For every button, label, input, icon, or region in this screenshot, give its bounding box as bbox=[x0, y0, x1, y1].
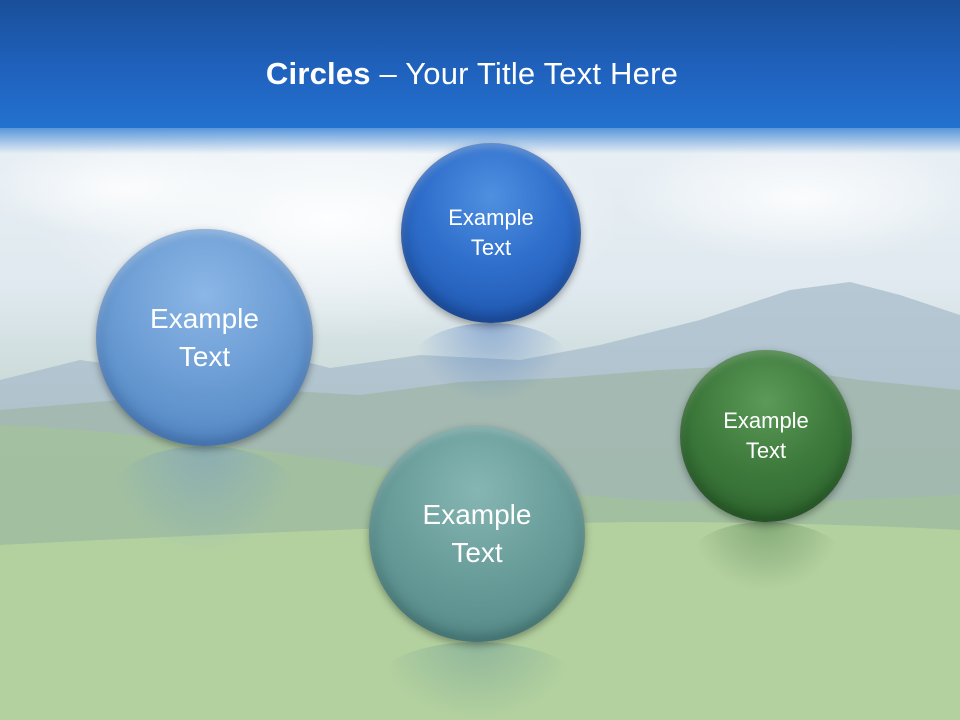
circle-text-line1: Example bbox=[422, 499, 532, 531]
circle-text-line2: Text bbox=[451, 537, 503, 568]
circle-right-green[interactable]: Example Text bbox=[680, 350, 852, 522]
slide-title: Circles – Your Title Text Here bbox=[0, 56, 944, 92]
circle-text-line2: Text bbox=[178, 340, 231, 372]
circle-top-center[interactable]: Example Text bbox=[401, 143, 581, 323]
circle-large-left[interactable]: Example Text bbox=[96, 229, 313, 446]
circle-text-line1: Example bbox=[150, 302, 259, 334]
title-bar: Circles – Your Title Text Here bbox=[0, 0, 960, 154]
circle-text-line2: Text bbox=[745, 438, 787, 463]
circle-text-line1: Example bbox=[723, 408, 809, 434]
title-rest: – Your Title Text Here bbox=[370, 56, 679, 91]
title-bold: Circles bbox=[265, 56, 371, 91]
circle-text-line2: Text bbox=[470, 235, 512, 260]
circle-text-line1: Example bbox=[448, 205, 534, 231]
circle-bottom-teal[interactable]: Example Text bbox=[369, 426, 585, 642]
